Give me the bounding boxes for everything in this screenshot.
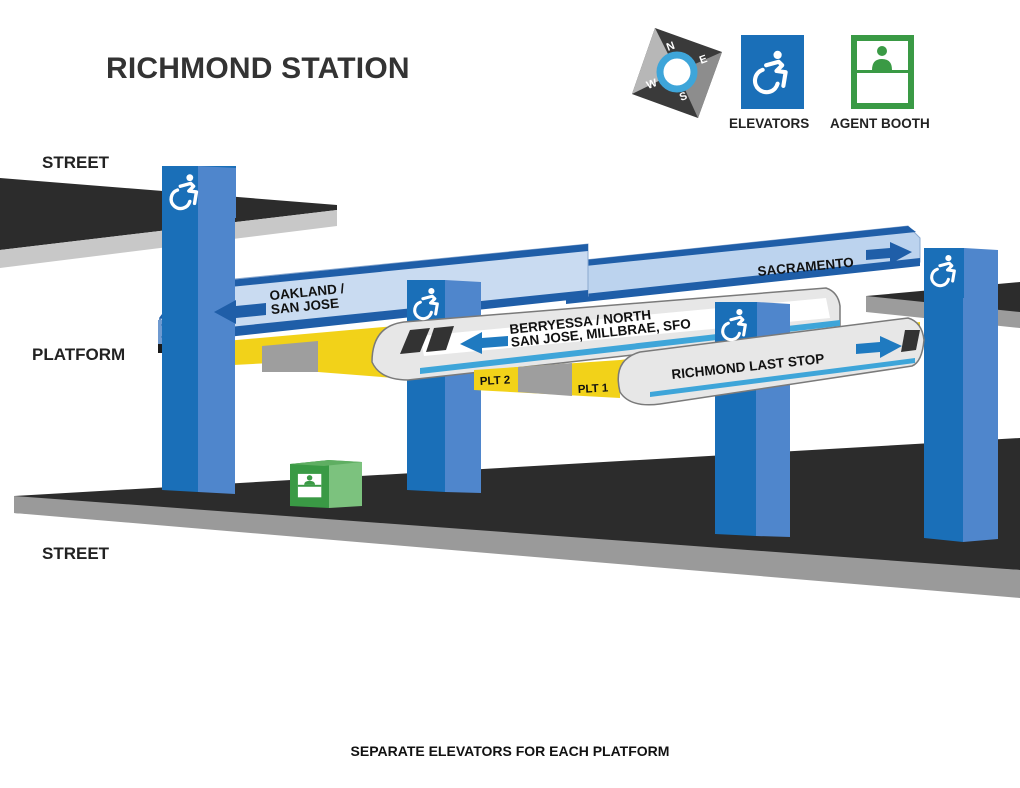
direction-arrow-icon <box>856 336 902 358</box>
elevator-shaft-center-left <box>407 280 481 493</box>
elevator-shaft-right <box>924 248 998 542</box>
compass-west-label: W <box>645 77 659 92</box>
elevator-shaft-left <box>162 166 236 494</box>
train-richmond <box>617 317 925 406</box>
direction-arrow-icon <box>214 300 266 324</box>
train-sacramento <box>565 225 921 304</box>
compass-east-label: E <box>698 53 709 67</box>
direction-arrow-icon <box>460 332 508 354</box>
legend-agent-booth-icon <box>851 35 914 109</box>
direction-arrow-icon <box>866 242 912 264</box>
agent-booth <box>290 460 362 508</box>
compass-north-label: N <box>665 40 677 54</box>
page-title: RICHMOND STATION <box>106 52 410 85</box>
level-label-street-upper: STREET <box>42 153 110 172</box>
platform-label-1: PLT 1 <box>578 382 610 396</box>
legend-agent-booth-label: AGENT BOOTH <box>830 116 930 131</box>
platform-label-2: PLT 2 <box>480 374 511 388</box>
train-label-oakland-1: OAKLAND / <box>269 281 345 303</box>
compass-south-label: S <box>678 90 689 104</box>
train-label-oakland-2: SAN JOSE <box>270 296 339 318</box>
footer-note: SEPARATE ELEVATORS FOR EACH PLATFORM <box>350 743 670 759</box>
legend-elevators-label: ELEVATORS <box>729 116 810 131</box>
legend-elevator-icon <box>741 35 804 109</box>
compass-icon: N E S W <box>632 28 722 118</box>
level-label-street-lower: STREET <box>42 544 110 563</box>
agent-booth-icon <box>294 470 326 502</box>
level-label-platform: PLATFORM <box>32 345 126 364</box>
